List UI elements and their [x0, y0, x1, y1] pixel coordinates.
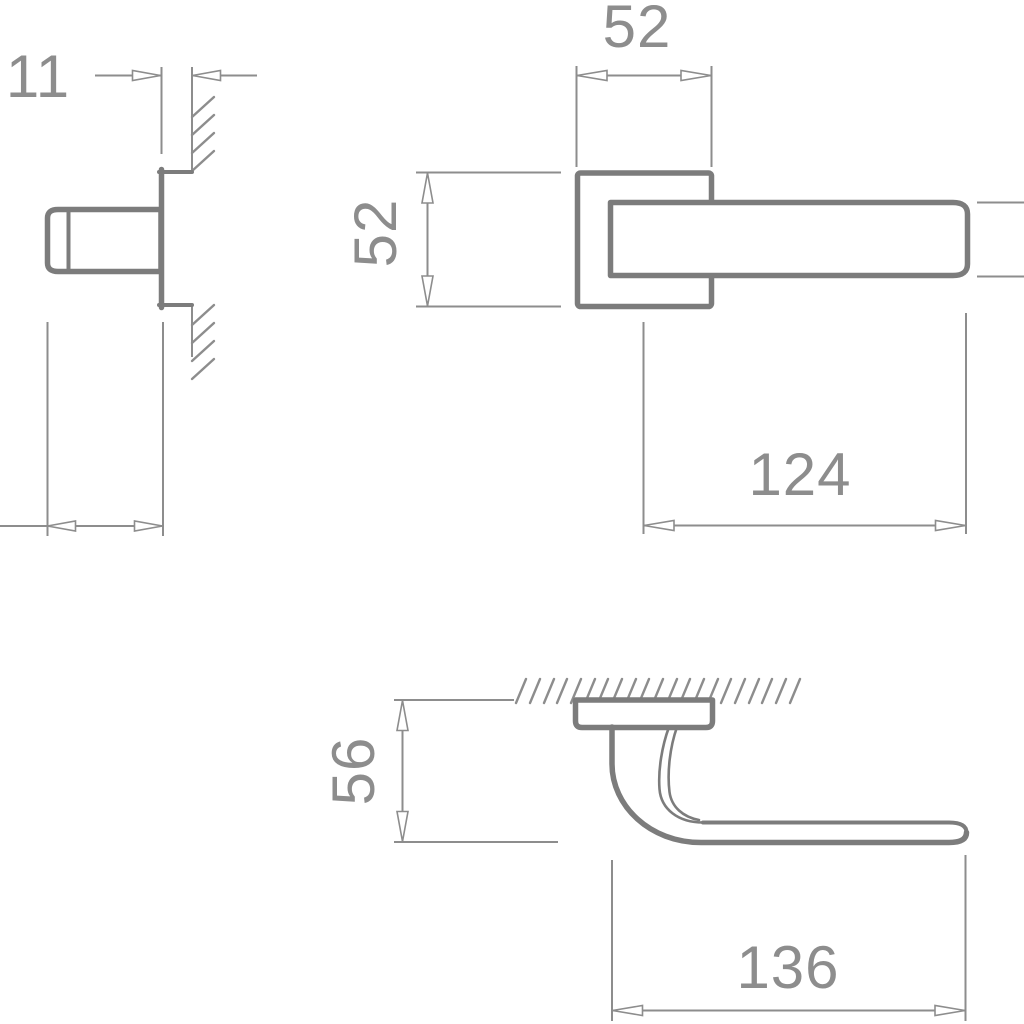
handle-profile [609, 724, 970, 846]
arrow-left-icon [643, 519, 675, 532]
arrow-up-icon [396, 700, 409, 732]
dimension-total-length: 136 [611, 855, 967, 1021]
arrow-right-icon [680, 69, 712, 82]
rosette-side [157, 166, 194, 311]
dimension-label-52-width: 52 [603, 0, 672, 60]
dimension-projection: 56 [320, 700, 558, 843]
dimension-label-52-height: 52 [342, 199, 409, 268]
arrow-right-icon [131, 69, 161, 82]
rosette-profile [572, 697, 716, 731]
dimension-lever-length: 124 [642, 313, 967, 534]
dimension-label-136: 136 [736, 934, 839, 1001]
arrow-right-icon [934, 1004, 966, 1017]
dimension-side-width-partial [0, 322, 164, 536]
arrow-right-icon [934, 519, 966, 532]
arrow-down-icon [396, 810, 409, 842]
lever-front [607, 199, 971, 279]
wall-hatching-icon [190, 95, 216, 381]
dimension-rosette-height: 52 [342, 171, 561, 308]
front-view [574, 170, 1024, 310]
dimension-label-11: 11 [6, 43, 70, 110]
side-view [44, 67, 216, 381]
arrow-right-icon [133, 520, 163, 532]
arrow-left-icon [576, 69, 608, 82]
arrow-left-icon [612, 1004, 644, 1017]
arrow-up-icon [421, 172, 434, 204]
dimension-label-56: 56 [320, 737, 387, 806]
dimension-label-124: 124 [748, 441, 851, 508]
lever-grip-side [44, 206, 164, 275]
dimension-rosette-thickness: 11 [6, 43, 257, 154]
profile-view [394, 677, 970, 846]
dimension-rosette-width: 52 [575, 0, 713, 167]
door-hatching-icon [514, 677, 802, 705]
arrow-left-icon [192, 69, 222, 82]
arrow-down-icon [421, 275, 434, 307]
arrow-left-icon [47, 520, 77, 532]
